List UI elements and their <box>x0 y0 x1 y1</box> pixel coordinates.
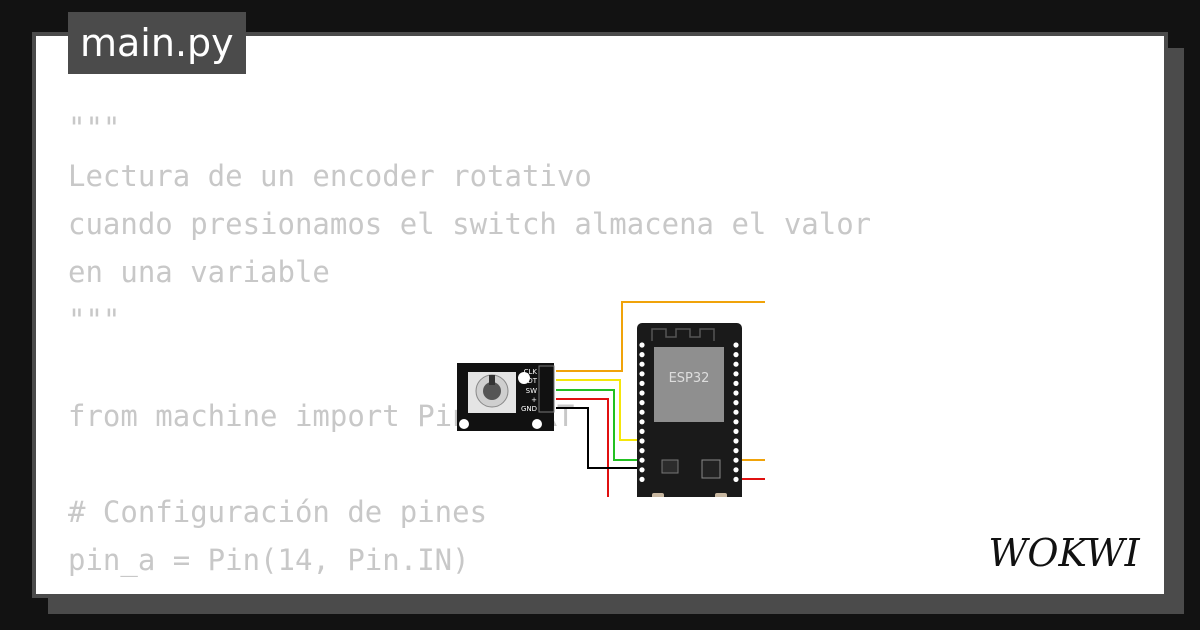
header-pin <box>733 457 739 463</box>
code-line: Lectura de un encoder rotativo <box>68 159 592 193</box>
header-pin <box>733 380 739 386</box>
code-line: cuando presionamos el switch almacena el… <box>68 207 872 241</box>
encoder-pin-label: CLK <box>524 368 538 376</box>
header-pin <box>733 419 739 425</box>
header-pin <box>733 400 739 406</box>
code-line: pin_b = Pin(15, Pin.IN) <box>68 584 871 594</box>
header-pin <box>733 467 739 473</box>
header-pin <box>639 476 645 482</box>
header-pin <box>639 342 645 348</box>
rotary-encoder[interactable]: CLK DT SW + GND <box>457 363 555 431</box>
code-line: # Configuración de pines <box>68 495 488 529</box>
wire-sw <box>556 389 642 461</box>
wokwi-logo: WOKWI <box>988 531 1140 575</box>
code-line: pin_a = Pin(14, Pin.IN) <box>68 543 470 577</box>
header-pin <box>733 409 739 415</box>
header-pin <box>733 342 739 348</box>
filename-tab: main.py <box>68 12 246 74</box>
code-line: """ <box>68 111 121 145</box>
header-pins <box>639 342 739 482</box>
header-pin <box>639 428 645 434</box>
header-pin <box>639 419 645 425</box>
header-pin <box>733 371 739 377</box>
header-pin <box>639 390 645 396</box>
header-pin <box>639 438 645 444</box>
header-pin <box>639 380 645 386</box>
code-line: """ <box>68 303 121 337</box>
encoder-pin-label: GND <box>521 405 537 413</box>
header-pin <box>733 428 739 434</box>
esp32-board[interactable]: ESP32 <box>637 323 742 497</box>
encoder-pin-label: + <box>531 396 537 404</box>
header-pin <box>733 352 739 358</box>
header-pin <box>639 352 645 358</box>
code-card: """ Lectura de un encoder rotativo cuando … <box>32 32 1168 598</box>
header-pin <box>639 409 645 415</box>
logo-text: WOKWI <box>988 531 1140 575</box>
wire-dt <box>556 379 642 441</box>
header-pin <box>639 457 645 463</box>
wire-plus <box>556 398 765 497</box>
header-pin <box>733 448 739 454</box>
header-pin <box>733 476 739 482</box>
header-pin <box>733 390 739 396</box>
wire-gnd <box>556 407 642 469</box>
encoder-pin-label: SW <box>526 387 537 395</box>
code-block: """ Lectura de un encoder rotativo cuando … <box>68 104 872 594</box>
header-pin <box>639 361 645 367</box>
code-line: en una variable <box>68 255 330 289</box>
circuit-diagram: CLK DT SW + GND ESP32 <box>457 301 765 497</box>
esp32-chip-label: ESP32 <box>669 371 710 386</box>
header-pin <box>639 467 645 473</box>
header-pin <box>639 371 645 377</box>
header-pin <box>639 400 645 406</box>
wire-clk <box>556 301 765 461</box>
header-pin <box>639 448 645 454</box>
header-pin <box>733 361 739 367</box>
header-pin <box>733 438 739 444</box>
encoder-pin-label: DT <box>527 377 537 385</box>
